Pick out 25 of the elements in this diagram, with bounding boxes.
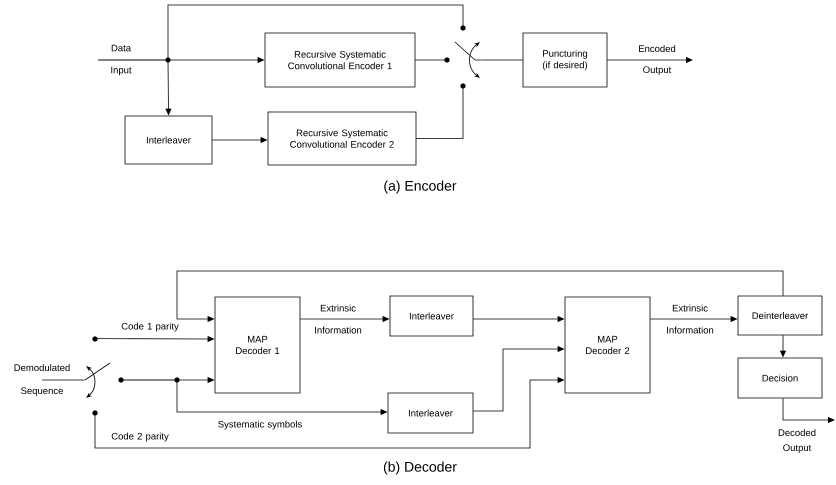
caption: (b) Decoder (384, 461, 457, 475)
process-box: Deinterleaver (738, 296, 822, 336)
caption: (a) Encoder (384, 180, 456, 194)
edge-label: Demodulated Sequence (14, 364, 70, 396)
connector-line (416, 86, 464, 139)
edge-label: Systematic symbols (218, 420, 302, 430)
edge-label: Data Input (111, 44, 132, 76)
process-box: Interleaver (388, 392, 474, 434)
connector-line (98, 4, 464, 60)
edge-label: Decoded Output (778, 429, 816, 453)
switch-symbol (444, 25, 482, 89)
process-box: Recursive Systematic Convolutional Encoder 2 (268, 112, 416, 166)
process-box: MAP Decoder 1 (214, 296, 300, 394)
process-box: Decision (738, 358, 822, 398)
edge-label: Extrinsic Information (667, 304, 714, 334)
edge-label: Code 1 parity (122, 322, 179, 332)
switch-symbol (84, 336, 124, 416)
edge-label: Code 2 parity (112, 432, 169, 442)
edge-label: Encoded Output (639, 45, 676, 75)
process-box: Puncturing (if desired) (522, 32, 608, 88)
process-box: Recursive Systematic Convolutional Encoder 1 (264, 32, 416, 88)
edge-label: Extrinsic Information (315, 304, 362, 334)
process-box: MAP Decoder 2 (564, 296, 650, 394)
process-box: Interleaver (124, 116, 212, 164)
process-box: Interleaver (390, 296, 474, 336)
